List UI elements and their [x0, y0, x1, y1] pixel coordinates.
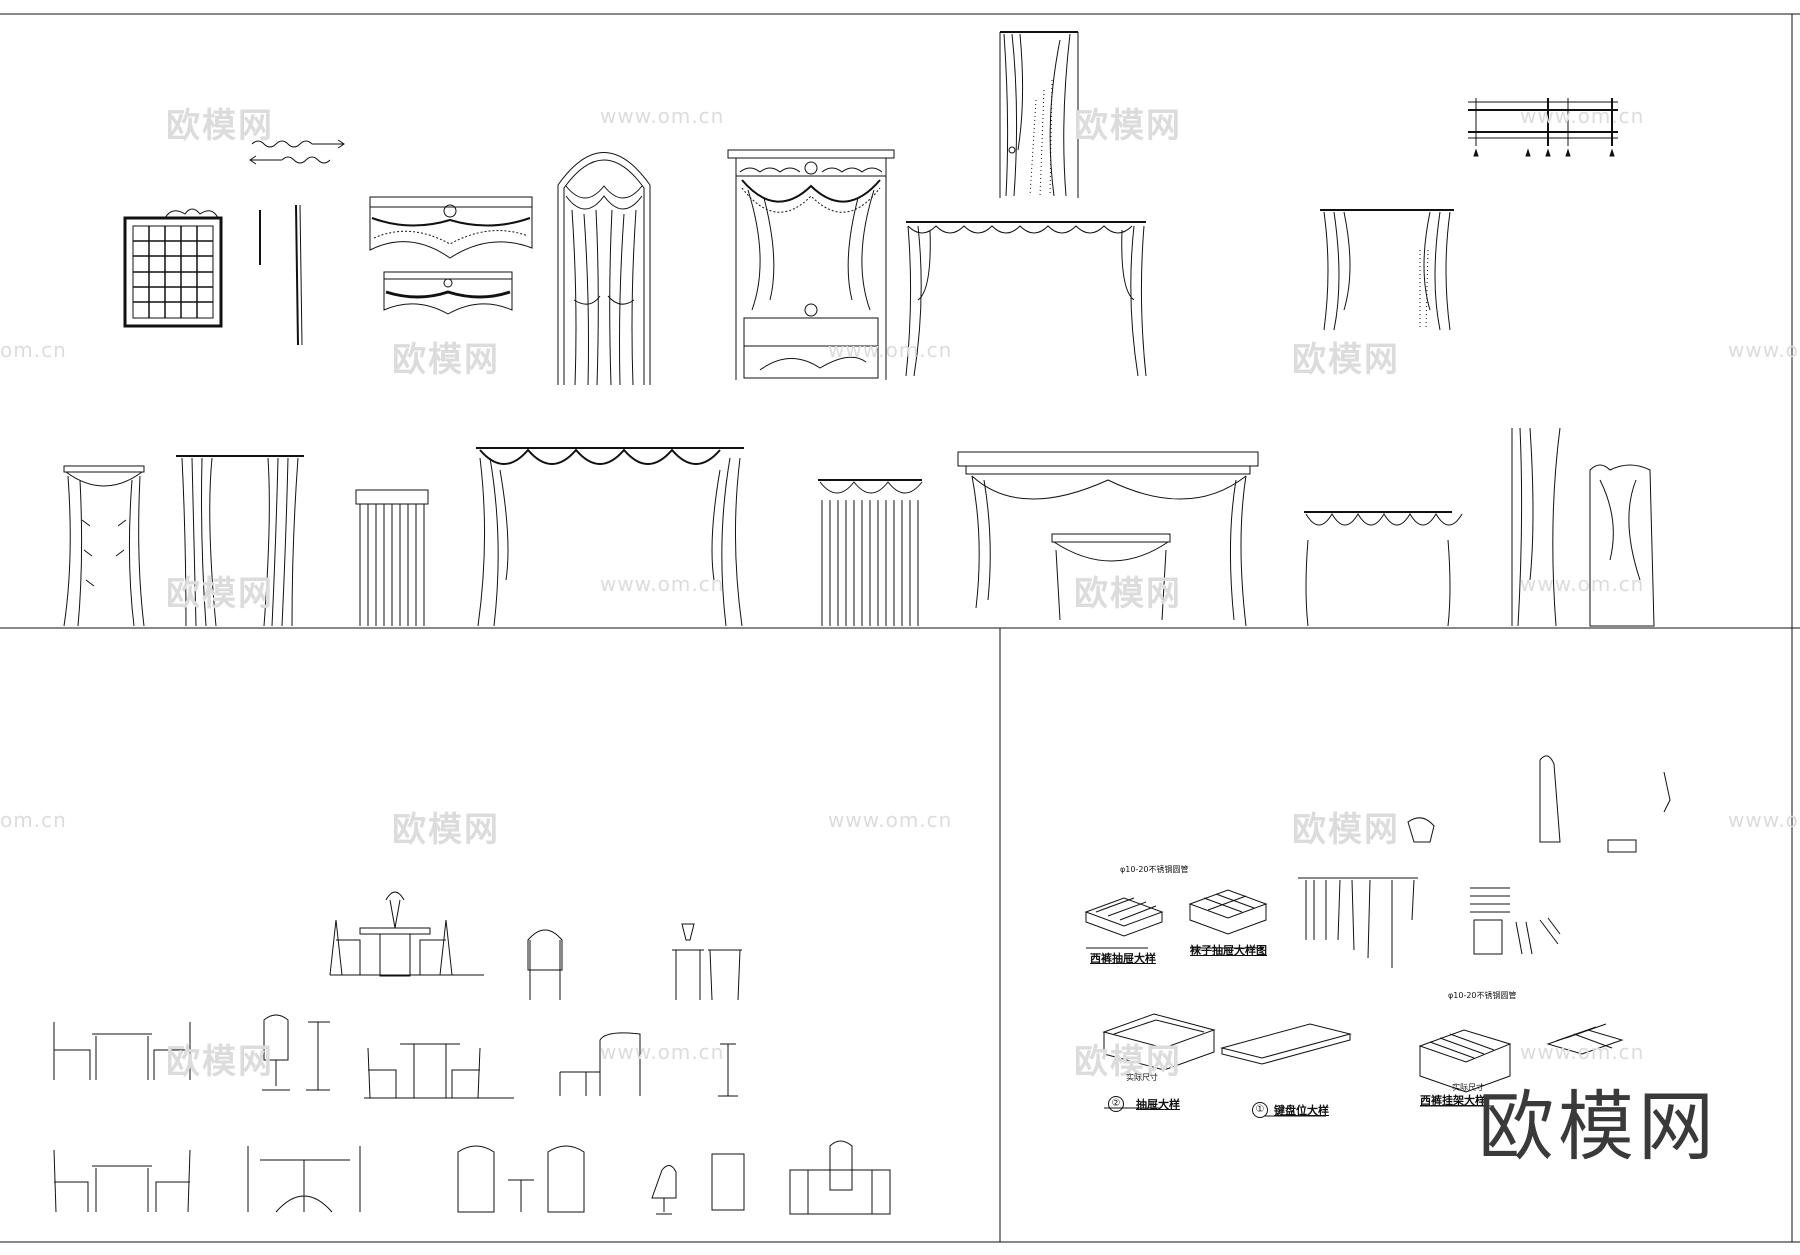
furniture-elevations	[53, 891, 891, 1215]
wardrobe-detail-drawings	[1084, 755, 1671, 1093]
valance-elevations	[369, 196, 533, 315]
brand-logo: 欧模网	[1478, 1082, 1718, 1171]
keyboard-detail-label: 键盘位大样	[1274, 1104, 1329, 1117]
sock-drawer-label: 袜子抽屉大样图	[1190, 944, 1267, 957]
steel-tube-note: φ10-20不锈钢圆管	[1120, 865, 1189, 874]
curtain-rods	[259, 204, 303, 346]
detail-number-2: ②	[1108, 1096, 1124, 1112]
canopy-bed-curtain	[727, 149, 895, 380]
actual-size-note: 实际尺寸	[1452, 1083, 1484, 1092]
curtain-track-section	[1468, 98, 1618, 157]
detail-callout-lines	[1086, 947, 1494, 1117]
detail-number-1: ①	[1252, 1102, 1268, 1118]
curtain-row-lower	[63, 427, 1655, 627]
wave-arrow-symbols	[249, 139, 345, 165]
swag-curtain-elevation	[905, 221, 1147, 377]
arched-window-curtain	[557, 152, 651, 386]
pants-rack-label: 西裤挂架大样	[1420, 1094, 1486, 1107]
sheet-frame	[0, 13, 1800, 1243]
steel-tube-note: φ10-20不锈钢圆管	[1448, 991, 1517, 1000]
drawer-section-label: 西裤抽屉大样	[1090, 952, 1156, 965]
tall-sheer-curtain	[999, 31, 1079, 198]
lattice-window-elevation	[123, 208, 223, 328]
actual-size-note: 实际尺寸	[1126, 1073, 1158, 1082]
drawer-detail-label: 抽屉大样	[1136, 1098, 1180, 1111]
tieback-curtain-pair	[1320, 209, 1454, 331]
